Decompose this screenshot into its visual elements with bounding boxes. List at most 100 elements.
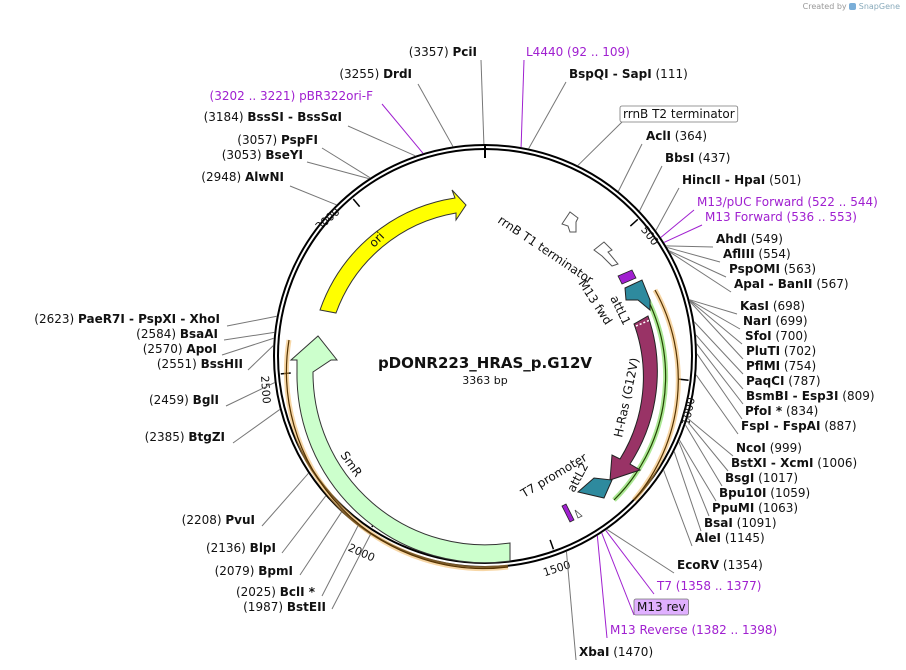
- tick-label-1000: 1000: [679, 396, 698, 426]
- leader-line-pvui: [261, 472, 309, 527]
- site-label-pbr322: (3202 .. 3221) pBR322ori-F: [210, 89, 374, 103]
- site-label-fspi: FspI - FspAI (887): [741, 419, 857, 433]
- leader-line-bcli: [321, 525, 359, 597]
- site-label-m13puc: M13/pUC Forward (522 .. 544): [697, 195, 878, 209]
- leader-line-aflii: [666, 246, 721, 263]
- site-name-bsssi: BssSI - BssSαI: [247, 110, 342, 124]
- site-label-apai: ApaI - BanII (567): [734, 277, 849, 291]
- site-name-apoi: ApoI: [186, 342, 217, 356]
- site-position-pspomi: (563): [780, 262, 816, 276]
- leader-line-bsteii: [331, 534, 371, 610]
- site-name-hincii: HincII - HpaI: [682, 173, 765, 187]
- site-label-ecorv: EcoRV (1354): [677, 558, 763, 572]
- site-position-bsshii: (2551): [157, 357, 201, 371]
- site-label-bsssi: (3184) BssSI - BssSαI: [204, 110, 342, 124]
- leader-line-bsaai: [223, 331, 275, 341]
- site-position-sfoi: (700): [772, 329, 808, 343]
- site-label-bsai: BsaI (1091): [704, 516, 777, 530]
- site-label-paer7i: (2623) PaeR7I - PspXI - XhoI: [34, 312, 220, 326]
- leader-line-nari: [689, 299, 741, 330]
- site-name-blpi: BlpI: [250, 541, 276, 555]
- plasmid-name: pDONR223_HRAS_p.G12V: [378, 354, 592, 372]
- site-position-btgzi: (2385): [145, 430, 189, 444]
- site-name-nari: NarI: [743, 314, 772, 328]
- leader-line-bbsi: [639, 165, 663, 212]
- tick-label-2500: 2500: [258, 375, 273, 404]
- ori-feature-arrow: [319, 189, 467, 314]
- site-position-bsgi: (1017): [754, 471, 798, 485]
- leader-line-sfoi: [689, 300, 743, 345]
- site-position-ppumi: (1063): [754, 501, 798, 515]
- site-name-alei: AleI: [695, 531, 721, 545]
- rrnb-t1-terminator-arrow: [593, 241, 619, 267]
- leader-line-pspomi: [668, 250, 727, 278]
- site-name-bpu10i: Bpu10I: [719, 486, 766, 500]
- leader-line-m13reverse: [596, 535, 608, 639]
- site-name-bpmi: BpmI: [258, 564, 293, 578]
- site-label-bsteii: (1987) BstEII: [243, 600, 326, 614]
- insert-green-line: [613, 299, 667, 501]
- site-position-blpi: (2136): [206, 541, 250, 555]
- site-position-t7: (1358 .. 1377): [672, 579, 762, 593]
- leader-line-pspfi: [321, 147, 371, 179]
- site-name-drdi: DrdI: [383, 67, 412, 81]
- leader-line-paqci: [695, 334, 744, 390]
- site-name-plui: PluTI: [746, 344, 780, 358]
- site-name-paqci: PaqCI: [746, 374, 784, 388]
- tick-mark-3000: [352, 198, 361, 208]
- site-name-kasi: KasI: [740, 299, 769, 313]
- leader-line-rrnbt2: [577, 121, 623, 166]
- site-name-ecorv: EcoRV: [677, 558, 720, 572]
- site-position-m13puc: (522 .. 544): [804, 195, 878, 209]
- site-label-alei: AleI (1145): [695, 531, 765, 545]
- site-name-paer7i: PaeR7I - PspXI - XhoI: [78, 312, 220, 326]
- site-position-hincii: (501): [765, 173, 801, 187]
- site-position-pbr322: (3202 .. 3221): [210, 89, 300, 103]
- site-name-apai: ApaI - BanII: [734, 277, 813, 291]
- site-label-bsgi: BsgI (1017): [725, 471, 798, 485]
- smr-feature-arrow: [289, 335, 511, 564]
- site-position-ecorv: (1354): [719, 558, 763, 572]
- site-name-alwni: AlwNI: [245, 170, 284, 184]
- site-position-pvui: (2208): [182, 513, 226, 527]
- leader-line-blpi: [281, 495, 327, 554]
- site-position-bsmbi: (809): [838, 389, 874, 403]
- site-position-m13reverse: (1382 .. 1398): [688, 623, 778, 637]
- site-label-bsshii: (2551) BssHII: [157, 357, 243, 371]
- snapgene-logo-icon: [849, 3, 857, 10]
- credit-brand: SnapGene: [858, 2, 900, 11]
- site-name-sfoi: SfoI: [745, 329, 772, 343]
- smr-orange-line: [285, 339, 509, 570]
- attl1-feature-arrow: [624, 279, 651, 312]
- leader-line-hincii: [655, 187, 680, 231]
- leader-line-ahdi: [666, 245, 714, 248]
- site-label-sfoi: SfoI (700): [745, 329, 808, 343]
- site-name-bgli: BglI: [193, 393, 219, 407]
- site-position-bbsi: (437): [694, 151, 730, 165]
- site-label-m13reverse: M13 Reverse (1382 .. 1398): [610, 623, 777, 637]
- plasmid-length: 3363 bp: [462, 374, 507, 387]
- site-position-fspi: (887): [820, 419, 856, 433]
- leader-line-apai: [669, 251, 732, 293]
- site-label-bcli: (2025) BclI *: [236, 585, 316, 599]
- hras-feature-arrow: [609, 315, 658, 481]
- leader-line-bpmi: [299, 511, 342, 576]
- site-name-aflii: AflIII: [723, 247, 755, 261]
- site-position-pcii: (3357): [409, 45, 453, 59]
- leader-line-kasi: [689, 299, 738, 315]
- site-name-l4440: L4440: [526, 45, 563, 59]
- site-label-bsaai: (2584) BsaAI: [136, 327, 218, 341]
- site-position-bsai: (1091): [733, 516, 777, 530]
- site-position-acli: (364): [671, 129, 707, 143]
- site-name-pflmi: PflMI: [746, 359, 780, 373]
- site-label-bpmi: (2079) BpmI: [215, 564, 293, 578]
- site-position-drdi: (3255): [339, 67, 383, 81]
- m13fwd-primer-arrow: [617, 269, 637, 285]
- leader-line-acli: [617, 143, 643, 192]
- site-name-ncoi: NcoI: [736, 441, 766, 455]
- tick-mark-500: [629, 218, 639, 227]
- site-position-bstxi: (1006): [813, 456, 857, 470]
- leader-line-ncoi: [687, 417, 734, 457]
- snapgene-credit: Created by SnapGene: [803, 2, 900, 11]
